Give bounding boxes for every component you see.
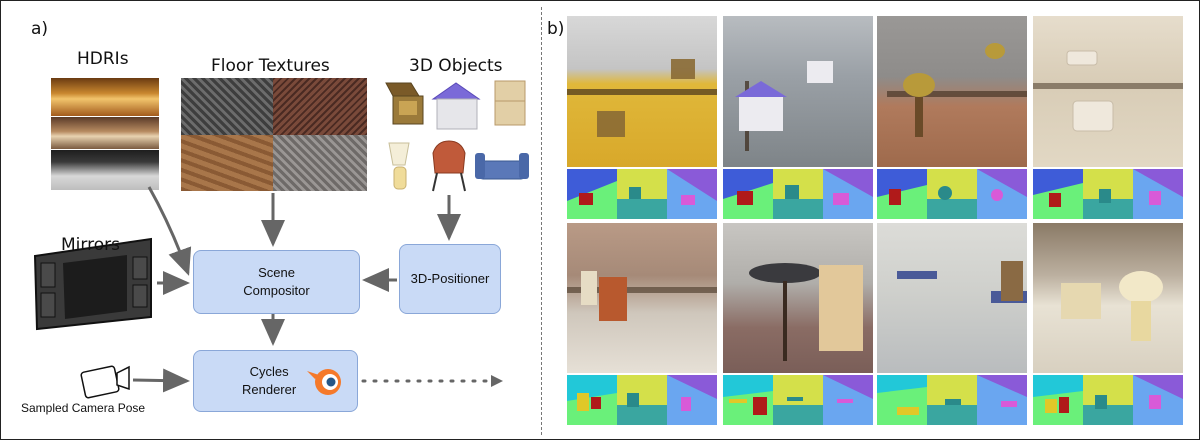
cycles-renderer-line-1: Cycles [249, 364, 289, 379]
floor-texture-4 [273, 135, 367, 191]
camera-pose-label: Sampled Camera Pose [21, 401, 146, 415]
arrow-camera-to-renderer [132, 368, 190, 393]
blender-logo-icon [307, 369, 341, 395]
rendered-scene-objects [567, 43, 1183, 361]
render-tile-4 [1033, 16, 1183, 167]
treasure-chest-object [385, 82, 424, 125]
mirrors-group [33, 237, 152, 331]
camera-icon [80, 365, 130, 399]
objects-3d-group [385, 80, 529, 192]
hdri-image-2 [51, 117, 159, 149]
panel-a-label: a) [31, 19, 49, 39]
segmentation-strip-row-2 [567, 375, 1183, 425]
house-object [431, 82, 481, 130]
mirrors-title: Mirrors [61, 235, 120, 255]
scene-compositor-line-2: Compositor [243, 283, 310, 298]
panel-divider [541, 7, 542, 435]
panel-b-label: b) [547, 19, 565, 39]
render-tile-8 [1033, 223, 1183, 373]
arrow-hdris-to-compositor [147, 186, 192, 276]
hdri-image-3 [51, 150, 159, 190]
sofa-object [475, 153, 529, 180]
lamp-object [388, 142, 410, 190]
flow-arrows [132, 186, 495, 393]
arrow-renderer-output-head [491, 375, 503, 387]
armchair-object [432, 140, 466, 192]
cycles-renderer-line-2: Renderer [242, 382, 297, 397]
floor-texture-3 [181, 135, 273, 191]
segmentation-strip-row-1 [567, 169, 1183, 219]
cabinet-object [494, 80, 526, 126]
objects-3d-title: 3D Objects [409, 56, 503, 76]
positioner-label: 3D-Positioner [410, 271, 490, 286]
floor-textures-title: Floor Textures [211, 56, 330, 76]
hdri-image-1 [51, 78, 159, 116]
floor-texture-1 [181, 78, 273, 135]
positioner-node: 3D-Positioner [399, 244, 501, 314]
scene-compositor-node: Scene Compositor [193, 250, 360, 314]
scene-compositor-line-1: Scene [258, 265, 295, 280]
hdris-title: HDRIs [77, 49, 129, 69]
floor-texture-2 [273, 78, 367, 135]
